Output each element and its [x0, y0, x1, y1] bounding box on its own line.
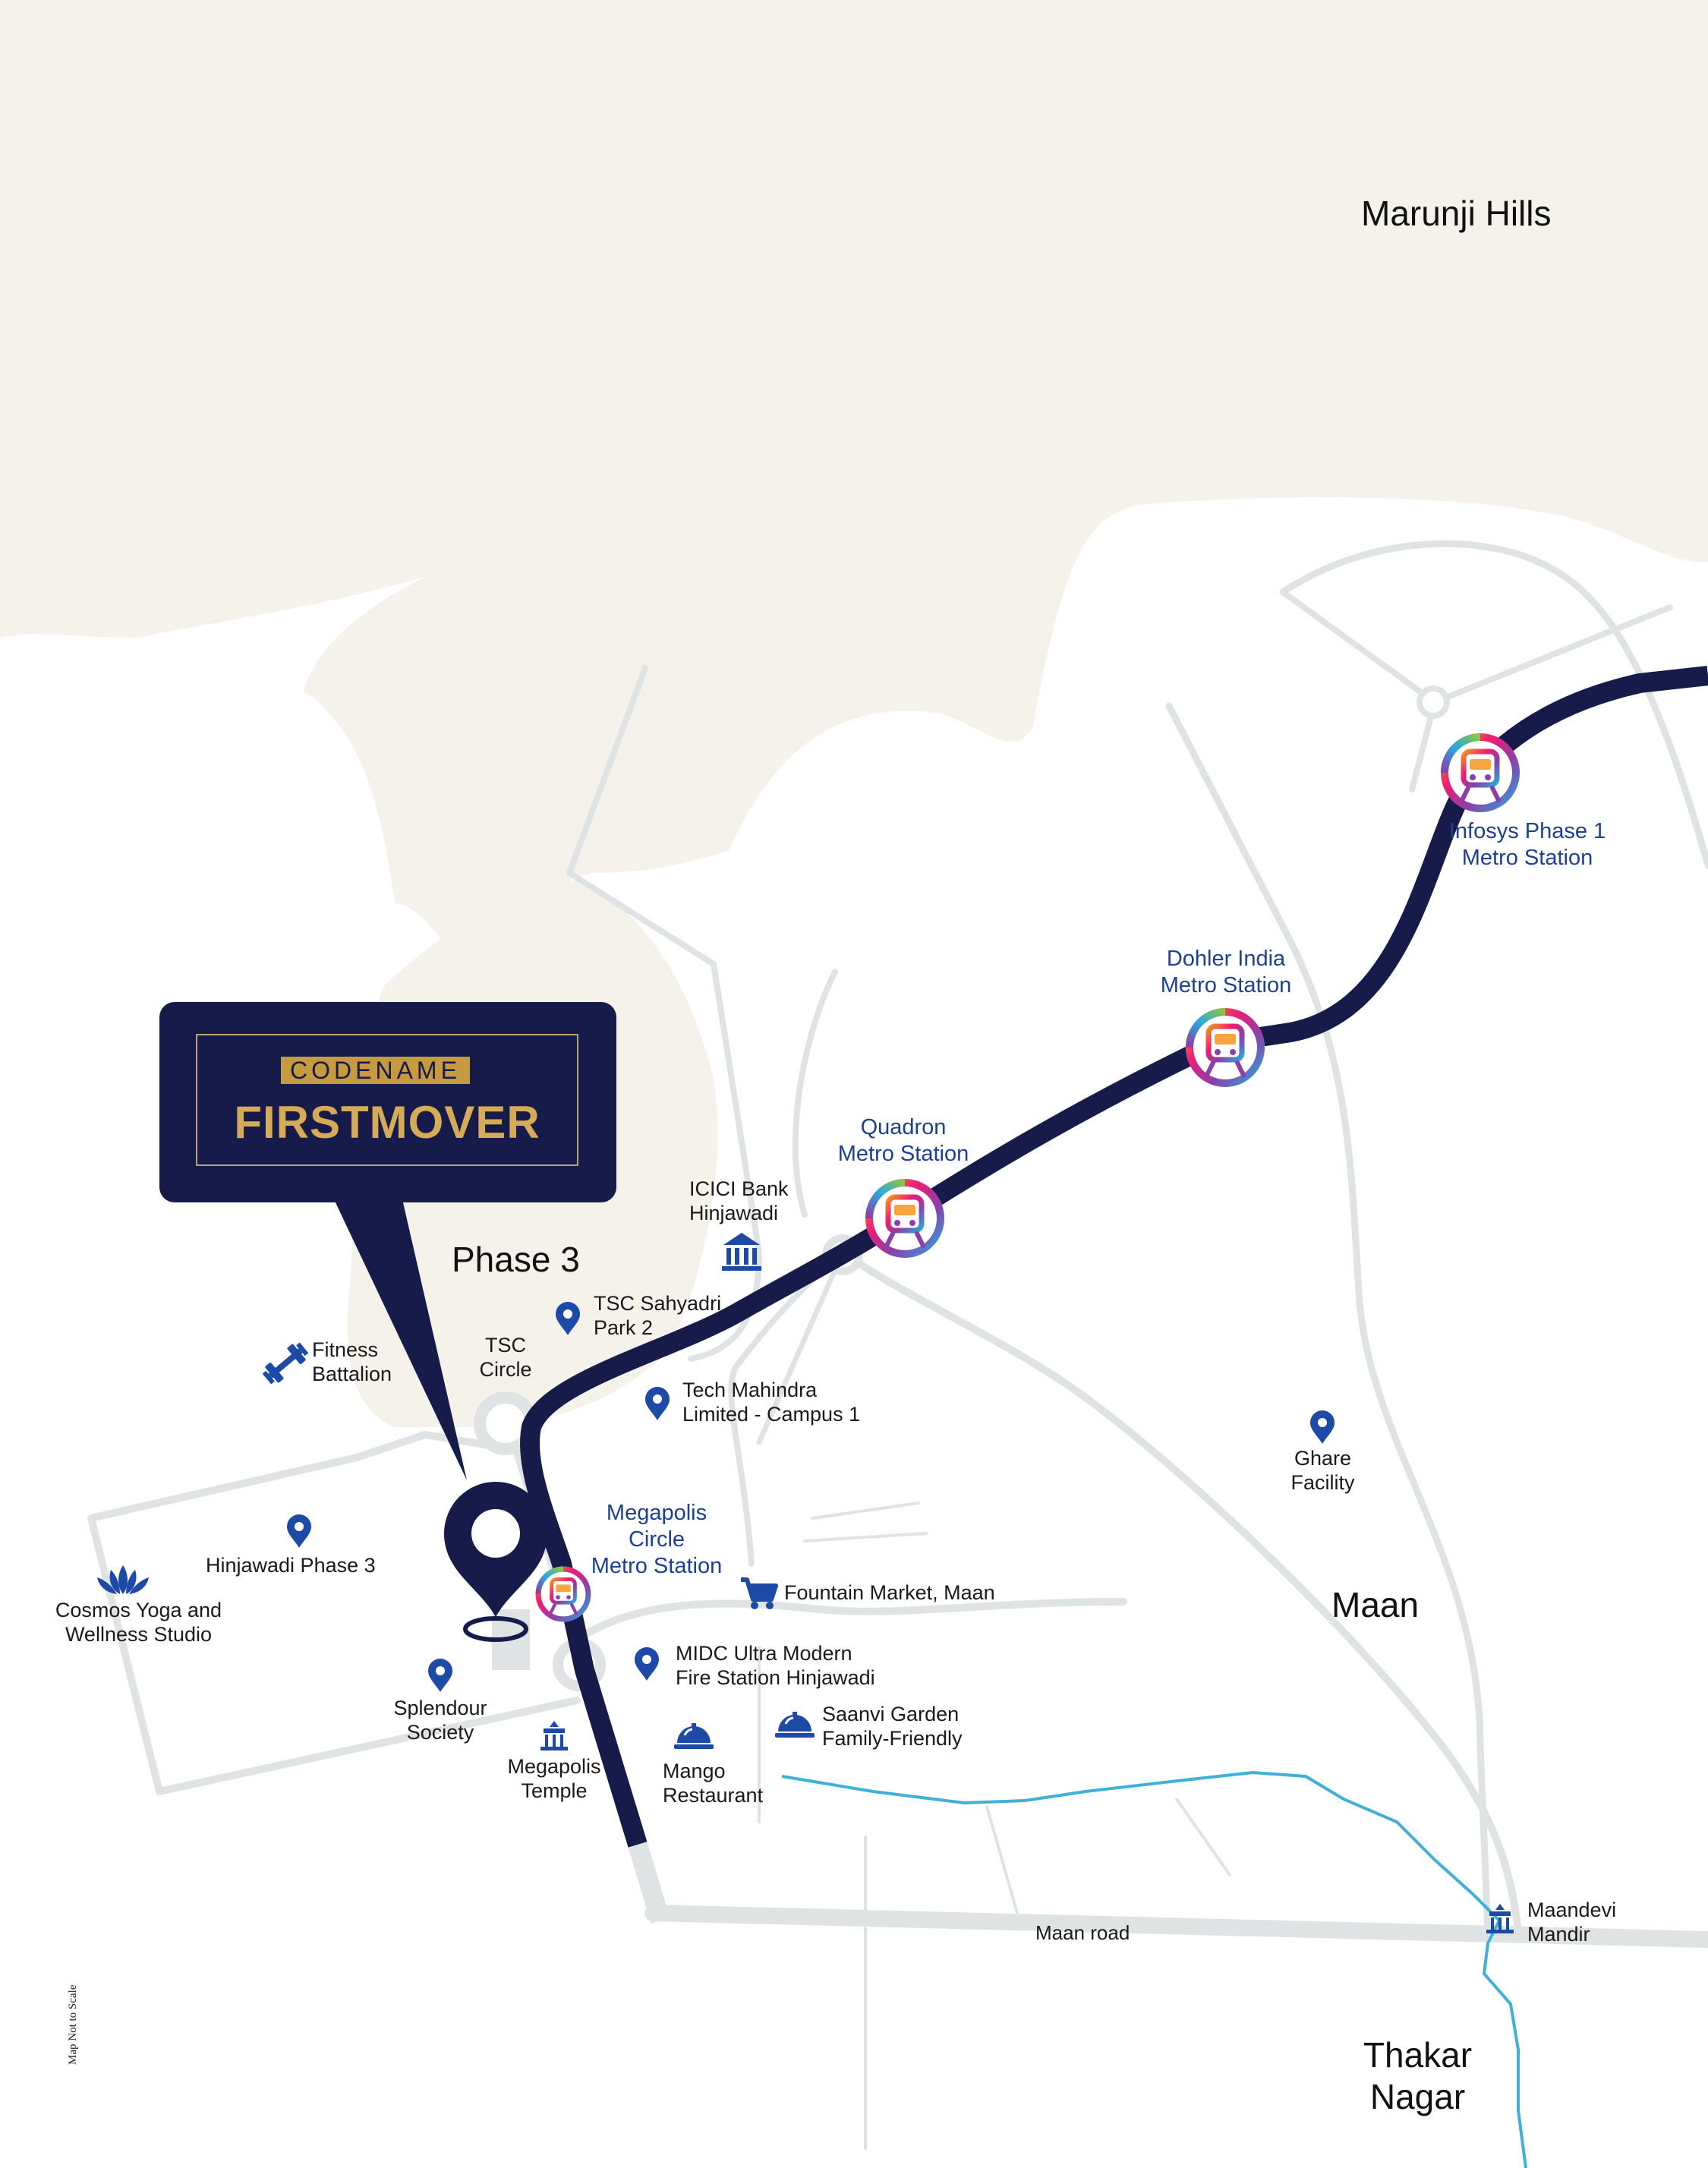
location-pin-icon-hinjawadi-p3	[287, 1514, 311, 1548]
poi-label-mango: Mango Restaurant	[663, 1760, 764, 1807]
poi-label-ghare: Ghare Facility	[1290, 1447, 1355, 1495]
station-label-dohler: Dohler India Metro Station	[1160, 947, 1292, 997]
temple-icon-maandevi	[1486, 1904, 1514, 1933]
location-pin-icon-splendour	[428, 1659, 452, 1692]
project-logo: CODENAME FIRSTMOVER	[196, 1034, 578, 1166]
area-label-marunji-hills: Marunji Hills	[1361, 194, 1552, 233]
station-label-quadron: Quadron Metro Station	[837, 1115, 969, 1166]
poi-label-midc: MIDC Ultra Modern Fire Station Hinjawadi	[676, 1642, 875, 1690]
project-callout-pointer	[334, 1199, 467, 1480]
poi-label-megapolis-temple: Megapolis Temple	[507, 1755, 601, 1803]
area-label-thakar-nagar: Thakar Nagar	[1363, 2035, 1473, 2117]
scale-note: Map Not to Scale	[67, 1984, 79, 2065]
poi-label-splendour: Splendour Society	[393, 1697, 487, 1744]
station-label-megapolis-circle: Megapolis Circle Metro Station	[591, 1501, 723, 1578]
road-label-maan-road: Maan road	[1035, 1921, 1130, 1944]
shopping-cart-icon	[741, 1577, 778, 1609]
location-pin-icon-tech-mahindra	[645, 1387, 670, 1420]
poi-label-icici: ICICI Bank Hinjawadi	[689, 1177, 789, 1225]
dumbbell-icon	[262, 1342, 309, 1385]
restaurant-icon-mango	[673, 1722, 715, 1750]
restaurant-icon-saanvi	[774, 1710, 816, 1739]
poi-label-fitness: Fitness Battalion	[312, 1338, 392, 1386]
poi-label-hinjawadi-p3: Hinjawadi Phase 3	[206, 1554, 376, 1577]
location-pin-icon-ghare	[1310, 1410, 1335, 1444]
poi-label-tsc-sahyadri: TSC Sahyadri Park 2	[594, 1292, 722, 1340]
lotus-icon	[97, 1565, 149, 1594]
station-label-infosys: Infosys Phase 1 Metro Station	[1448, 819, 1606, 870]
area-label-maan: Maan	[1331, 1585, 1420, 1624]
infosys-roundabout	[1417, 685, 1450, 719]
metro-station-dohler[interactable]	[1186, 1008, 1265, 1087]
brand-main-text: FIRSTMOVER	[234, 1097, 540, 1148]
brand-top-text: CODENAME	[281, 1057, 470, 1084]
poi-label-maandevi: Maandevi Mandir	[1527, 1899, 1617, 1946]
marunji-hills-area	[0, 0, 1708, 979]
poi-label-tsc-circle: TSC Circle	[479, 1334, 532, 1382]
river	[781, 1770, 1527, 2168]
metro-line-end	[628, 1842, 670, 1924]
poi-label-cosmos: Cosmos Yoga and Wellness Studio	[55, 1599, 222, 1646]
temple-icon-megapolis	[540, 1721, 568, 1750]
metro-station-infosys[interactable]	[1441, 733, 1520, 812]
location-pin-icon-midc	[635, 1647, 659, 1681]
metro-station-quadron[interactable]	[865, 1179, 944, 1258]
bank-icon	[722, 1233, 761, 1271]
poi-label-fountain: Fountain Market, Maan	[784, 1581, 995, 1604]
poi-label-saanvi: Saanvi Garden Family-Friendly	[822, 1703, 963, 1750]
project-location-pin[interactable]	[444, 1482, 547, 1670]
project-callout[interactable]: CODENAME FIRSTMOVER	[159, 1002, 616, 1202]
poi-label-tech-mahindra: Tech Mahindra Limited - Campus 1	[682, 1379, 861, 1426]
area-label-phase3: Phase 3	[452, 1240, 580, 1279]
